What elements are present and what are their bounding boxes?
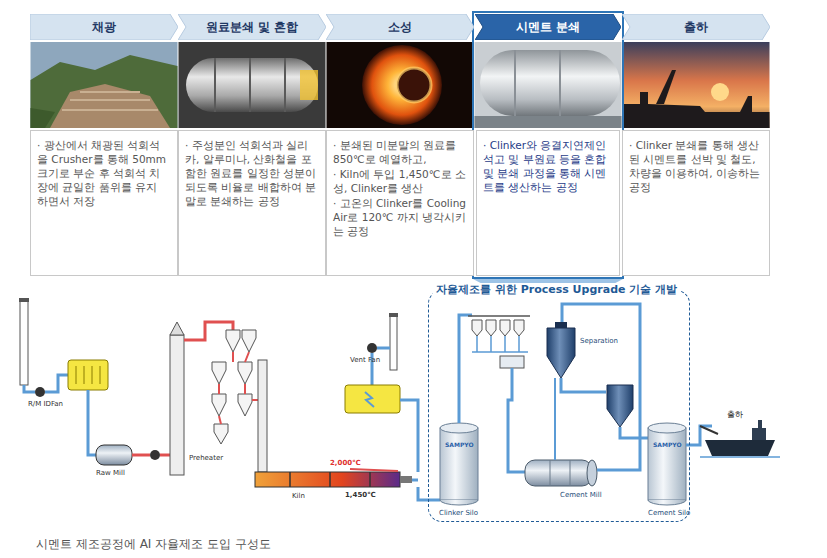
stage-title: 출하: [684, 19, 708, 36]
chevron-shape: [326, 14, 474, 40]
stage-header: 시멘트 분쇄: [475, 14, 621, 40]
description-text: · Clinker와 응결지연제인 석고 및 부원료 등을 혼합 및 분쇄 과정…: [483, 138, 613, 194]
equipment-label: Raw Mill: [96, 469, 125, 477]
stage-title: 원료분쇄 및 혼합: [206, 19, 298, 36]
equipment-label: Vent Fan: [350, 356, 380, 364]
description-text: · 광산에서 채광된 석회석을 Crusher를 통해 50mm 크기로 부순 …: [37, 138, 171, 208]
stage-description: · 주성분인 석회석과 실리카, 알루미나, 산화철을 포함한 원료를 일정한 …: [178, 130, 326, 276]
equipment-label: Preheater: [189, 454, 223, 462]
stage-description: · 분쇄된 미분말의 원료를 850℃로 예열하고,· Kiln에 투입 1,4…: [326, 130, 474, 276]
description-text: · 주성분인 석회석과 실리카, 알루미나, 산화철을 포함한 원료를 일정한 …: [185, 138, 319, 208]
equipment-label: SAMPYO: [653, 441, 682, 449]
equipment-label: Separation: [580, 337, 618, 345]
stage-header: 채광: [30, 14, 178, 40]
description-text: · 분쇄된 미분말의 원료를 850℃로 예열하고,: [333, 138, 467, 166]
equipment-label: Cement Mill: [560, 491, 602, 499]
stage-title: 채광: [92, 19, 116, 36]
description-text: · Kiln에 투입 1,450℃로 소성, Clinker를 생산: [333, 167, 467, 195]
chevron-shape: [30, 14, 178, 40]
chevron-shape: [178, 14, 326, 40]
chevron-shape: [622, 14, 770, 40]
equipment-label: Clinker Silo: [439, 509, 478, 517]
stage-description: · 광산에서 채광된 석회석을 Crusher를 통해 50mm 크기로 부순 …: [30, 130, 178, 276]
chevron-shape: [475, 14, 621, 40]
stage-description: · Clinker 분쇄를 통해 생산된 시멘트를 선박 및 철도, 차량을 이…: [622, 130, 770, 276]
equipment-label: 출하: [727, 410, 743, 420]
description-text: · 고온의 Clinker를 Cooling Air로 120℃ 까지 냉각시키…: [333, 196, 467, 238]
equipment-label: 1,450℃: [345, 491, 376, 499]
stage-header: 원료분쇄 및 혼합: [178, 14, 326, 40]
upgrade-region: 자율제조를 위한 Process Upgrade 기술 개발: [428, 290, 690, 522]
stage-header: 출하: [622, 14, 770, 40]
equipment-label: Cement Silo: [648, 509, 690, 517]
figure-caption: 시멘트 제조공정에 AI 자율제조 도입 구성도: [36, 536, 271, 552]
description-text: · Clinker 분쇄를 통해 생산된 시멘트를 선박 및 철도, 차량을 이…: [629, 138, 763, 194]
region-title: 자율제조를 위한 Process Upgrade 기술 개발: [433, 283, 680, 297]
equipment-label: SAMPYO: [445, 441, 474, 449]
equipment-label: 2,000℃: [330, 459, 361, 467]
stage-description: · Clinker와 응결지연제인 석고 및 부원료 등을 혼합 및 분쇄 과정…: [476, 130, 620, 276]
stage-title: 시멘트 분쇄: [516, 19, 580, 36]
equipment-label: R/M IDFan: [28, 400, 63, 408]
stage-header: 소성: [326, 14, 474, 40]
stage-title: 소성: [388, 19, 412, 36]
equipment-label: Kiln: [292, 492, 305, 500]
